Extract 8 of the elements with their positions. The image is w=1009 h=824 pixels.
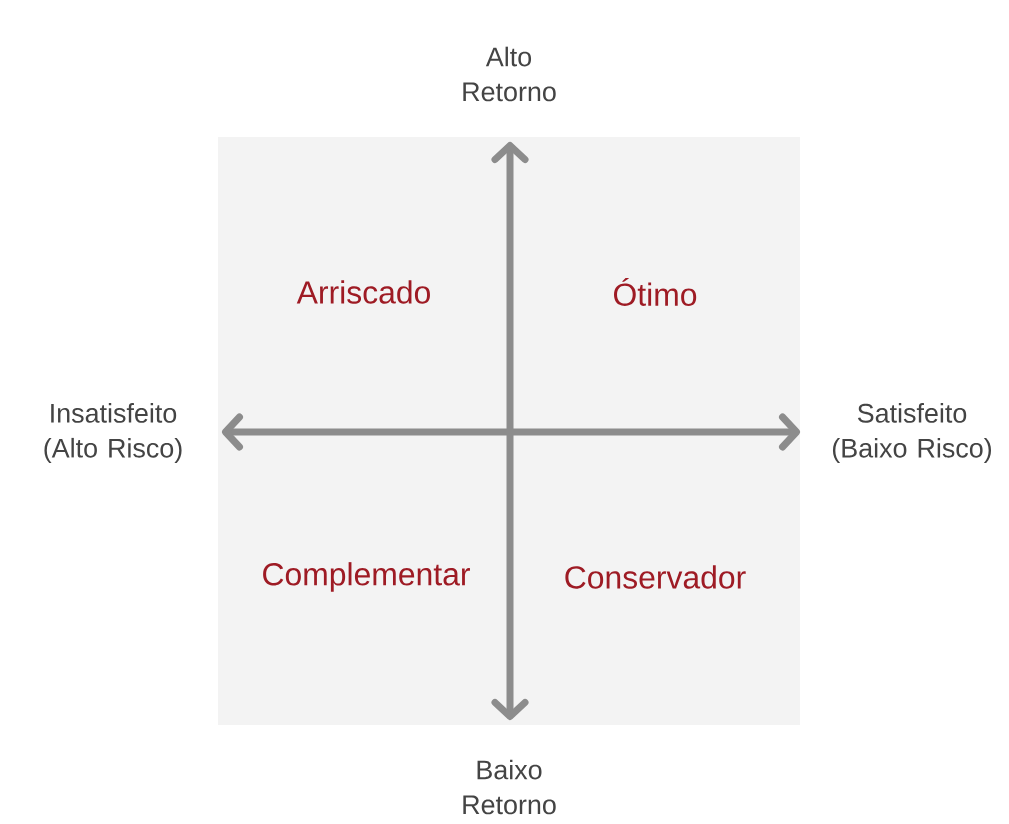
quadrant-label: Complementar bbox=[263, 562, 470, 592]
axis-label: Alto Retorno bbox=[463, 46, 556, 102]
quadrant-label: Conservador bbox=[565, 565, 746, 589]
axis-label: Insatisfeito (Alto Risco) bbox=[44, 403, 182, 463]
axis-label: Satisfeito (Baixo Risco) bbox=[832, 403, 991, 463]
axis-label: Baixo Retorno bbox=[463, 759, 556, 815]
quadrant-label: Ótimo bbox=[614, 278, 697, 306]
quadrant-label: Arriscado bbox=[296, 280, 430, 304]
